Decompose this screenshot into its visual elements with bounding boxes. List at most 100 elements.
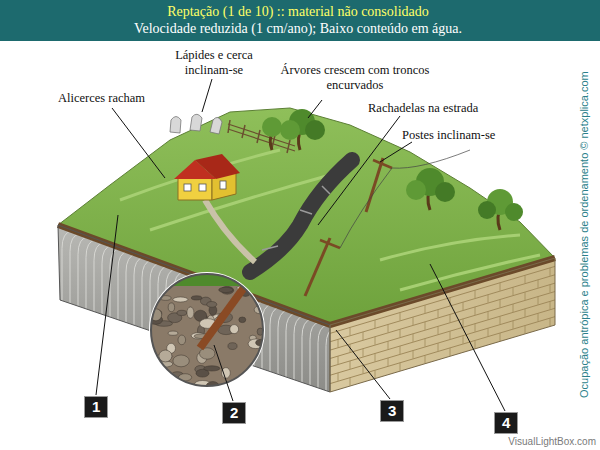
illustration-part [400, 313, 401, 321]
illustration-part [475, 307, 476, 315]
illustration-part [249, 367, 264, 376]
illustration-part [350, 327, 351, 335]
callout-number: 4 [494, 412, 518, 434]
illustration-part [438, 343, 439, 351]
illustration-part [375, 353, 376, 361]
illustration-part [400, 329, 401, 337]
illustration-part [173, 297, 188, 302]
illustration-part [513, 321, 514, 329]
illustration-part [525, 309, 526, 317]
illustration-part [538, 313, 539, 321]
feature-label: Alicerces racham [58, 91, 178, 106]
callout-number: 2 [222, 402, 246, 424]
illustration-part [425, 322, 426, 330]
illustration-part [388, 358, 389, 366]
title: Reptação (1 de 10) :: material não conso… [0, 4, 598, 21]
illustration-part [336, 330, 390, 399]
illustration-part [338, 339, 339, 347]
illustration-part [430, 264, 505, 411]
illustration-part [330, 258, 555, 392]
illustration-part [262, 117, 282, 137]
illustration-part [363, 332, 364, 340]
illustration-part [513, 287, 514, 295]
illustration-part [214, 345, 233, 401]
illustration-part [550, 318, 551, 326]
illustration-part [375, 320, 376, 328]
illustration-part [463, 319, 464, 327]
feature-label: Rachadelas na estrada [368, 101, 508, 116]
illustration-part [330, 266, 555, 333]
illustration-part [247, 376, 258, 388]
illustration-part [146, 285, 160, 295]
illustration-part [475, 340, 476, 348]
illustration-part [338, 373, 339, 381]
illustration-part [177, 310, 187, 315]
illustration-part [488, 311, 489, 319]
illustration-part [58, 225, 555, 325]
illustration-part [262, 186, 330, 250]
illustration-part [195, 154, 240, 179]
illustration-part [168, 303, 174, 312]
illustration-part [525, 275, 526, 283]
illustration-part [350, 378, 351, 386]
illustration-part [500, 316, 501, 324]
illustration-part [330, 292, 555, 359]
illustration-part [450, 331, 451, 339]
illustration-part [488, 295, 489, 303]
illustration-part [463, 302, 464, 310]
illustration-part [500, 333, 501, 341]
callout-number: 3 [380, 400, 404, 422]
illustration-part [178, 335, 186, 345]
illustration-part [550, 268, 551, 276]
illustration-part [373, 160, 392, 168]
illustration-part [146, 270, 266, 392]
illustration-part [425, 339, 426, 347]
illustration-part [250, 160, 352, 272]
illustration-part [425, 355, 426, 363]
illustration-part [513, 304, 514, 312]
illustration-part [438, 326, 439, 334]
illustration-part [305, 120, 325, 140]
illustration-part [435, 182, 455, 202]
illustration-part [330, 275, 555, 342]
illustration-part [525, 292, 526, 300]
illustration-part [151, 274, 263, 386]
illustration-part [191, 296, 202, 300]
illustration-part [406, 180, 426, 200]
illustration-part [168, 331, 178, 335]
illustration-part [155, 372, 162, 377]
illustration-part [170, 117, 181, 134]
illustration-part [388, 341, 389, 349]
illustration-part [207, 302, 217, 308]
illustration-part [330, 300, 555, 367]
illustration-part [375, 370, 376, 378]
illustration-part [413, 317, 414, 325]
feature-label: Árvores crescem com troncos encurvados [280, 63, 430, 93]
illustration-part [538, 280, 539, 288]
illustration-part [178, 178, 212, 200]
illustration-part [199, 184, 206, 191]
illustration-part [228, 343, 237, 350]
illustration-part [205, 200, 255, 262]
illustration-part [200, 282, 248, 348]
illustration-part [151, 274, 263, 386]
illustration-part [330, 258, 555, 392]
illustration-part [400, 363, 401, 371]
illustration-part [200, 348, 215, 359]
watermark: VisualLightBox.com [470, 436, 596, 448]
illustration-part [366, 158, 383, 212]
illustration-part [305, 238, 330, 296]
illustration-part [438, 310, 439, 318]
illustration-part [400, 346, 401, 354]
illustration-part [340, 150, 470, 248]
callout-number: 1 [84, 396, 108, 418]
illustration-part [463, 336, 464, 344]
illustration-part [413, 334, 414, 342]
illustration-part [500, 283, 501, 291]
illustration-part [187, 307, 194, 318]
illustration-part [363, 349, 364, 357]
illustration-part [190, 114, 202, 131]
illustration-part [204, 366, 220, 371]
illustration-part [162, 272, 179, 284]
